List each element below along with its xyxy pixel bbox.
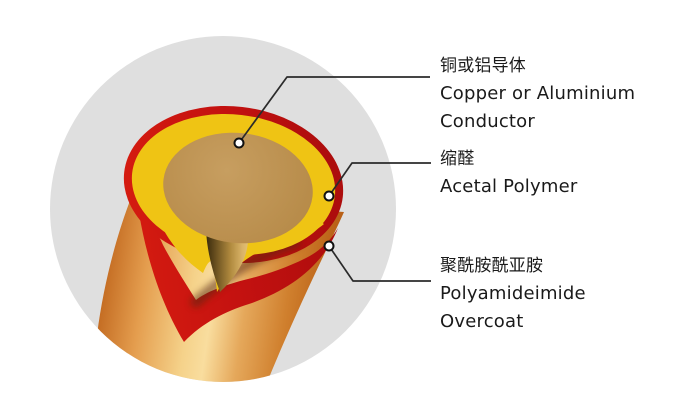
label-overcoat: 聚酰胺酰亚胺 Polyamideimide Overcoat	[440, 252, 586, 336]
marker-overcoat	[323, 240, 335, 252]
leader-lines	[238, 76, 431, 282]
label-overcoat-en-2: Overcoat	[440, 311, 524, 332]
marker-conductor	[233, 137, 245, 149]
label-conductor: 铜或铝导体 Copper or Aluminium Conductor	[440, 52, 635, 136]
label-overcoat-en-1: Polyamideimide	[440, 283, 586, 304]
conductor-cone	[206, 230, 249, 292]
conductor-face	[163, 132, 313, 244]
overcoat-peel	[139, 213, 338, 342]
leader-line-acetal	[328, 162, 431, 197]
label-acetal-en-1: Acetal Polymer	[440, 176, 578, 197]
leader-line-conductor	[238, 76, 430, 144]
label-acetal: 缩醛 Acetal Polymer	[440, 145, 577, 201]
anchor-markers	[233, 137, 335, 252]
label-conductor-zh: 铜或铝导体	[440, 56, 526, 76]
label-acetal-zh: 缩醛	[440, 149, 475, 169]
leader-line-overcoat	[328, 245, 431, 282]
label-conductor-en-2: Conductor	[440, 111, 535, 132]
label-conductor-en-1: Copper or Aluminium	[440, 83, 636, 104]
marker-acetal	[323, 190, 335, 202]
label-overcoat-zh: 聚酰胺酰亚胺	[440, 256, 544, 276]
